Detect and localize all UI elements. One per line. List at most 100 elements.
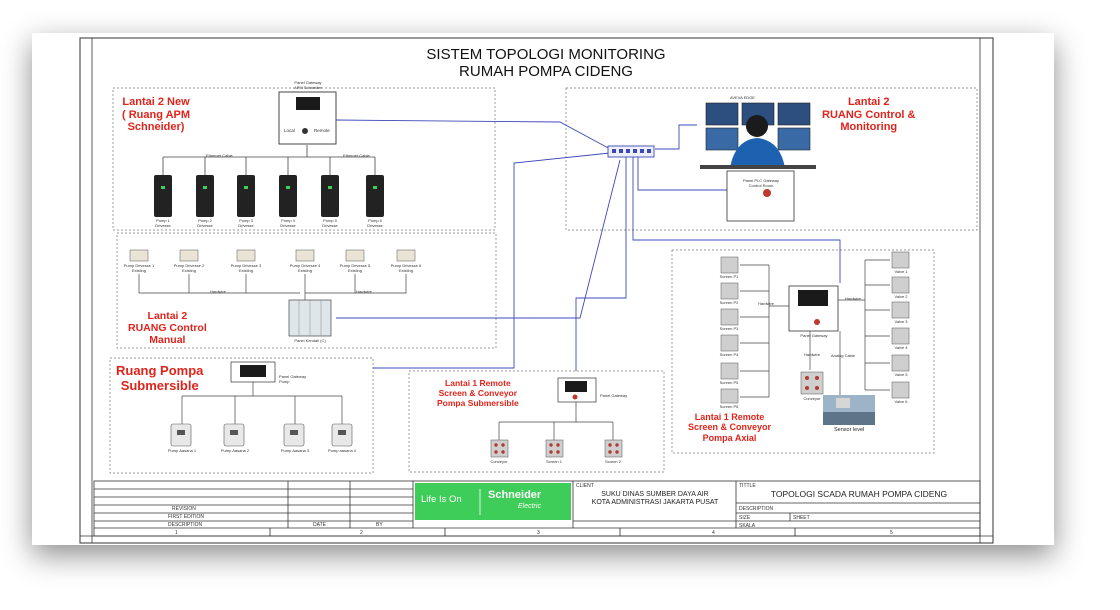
manual-hardwire-left: Hardwire (210, 289, 227, 294)
zone-box-remote-axial (671, 249, 935, 454)
manual-pump-label-1: Pump Drivesse 1 Existing (123, 263, 155, 273)
tb-drawing-title: TOPOLOGI SCADA RUMAH POMPA CIDENG (770, 489, 948, 499)
axial-screen-label-3: Screen P3 (719, 326, 739, 331)
tb-client-label: CLIENT (576, 483, 594, 489)
axial-conveyor-hardwire: Hardwire (804, 352, 821, 357)
axial-screen-label-6: Screen P6 (719, 404, 739, 409)
network-switch (607, 145, 655, 158)
axial-valve-label-3: Valve 3 (894, 319, 908, 324)
zone-label-apm: Lantai 2 New ( Ruang APM Schneider) (122, 96, 191, 134)
axial-screen-label-1: Screen P1 (719, 274, 739, 279)
drive-label-5: Pump 5 Drivesse (322, 218, 338, 228)
remote-sub-panel-label: Panel Gateway (600, 393, 628, 398)
axial-valve-label-2: Valve 2 (894, 294, 908, 299)
col-number-5: 5 (890, 530, 893, 536)
apm-local-label: Local (284, 128, 295, 133)
axial-valve-label-4: Valve 4 (894, 345, 908, 350)
remote-sub-device-2: Screen 1 (545, 459, 562, 464)
axial-analog-cable: Analog Cable (831, 353, 856, 358)
drawing-frame (79, 37, 994, 544)
drive-units (154, 175, 384, 217)
axial-valve-label-5: Valve 5 (894, 372, 908, 377)
plc-panel-label: Panel PLC Gateway Control Room (742, 178, 780, 188)
manual-pump-label-2: Pump Drivesse 2 Existing (173, 263, 205, 273)
zone-box-remote-submersible (408, 370, 665, 473)
plc-gateway-panel (726, 170, 795, 222)
manual-pump-label-6: Pump Drivesse 6 Existing (390, 263, 422, 273)
manual-pump-label-3: Pump Drivesse 3 Existing (230, 263, 262, 273)
col-number-2: 2 (360, 530, 363, 536)
sub-pump-label-3: Pump Aasana 3 (280, 448, 310, 453)
axial-hardwire-left: Hardwire (758, 301, 775, 306)
axial-panel-label: Panel Gateway (800, 333, 828, 338)
zone-label-control-manual: Lantai 2 RUANG Control Manual (128, 310, 207, 347)
cable-label-right: Ethernet Cable (343, 153, 370, 158)
tb-description: DESCRIPTION (168, 522, 203, 528)
tb-first-edition: FIRST EDITION (168, 514, 205, 520)
logo-brand: Schneider (488, 489, 542, 501)
zone-box-control-monitoring (565, 87, 978, 231)
sub-pump-label-1: Pump Aasana 1 (167, 448, 197, 453)
remote-sub-device-units (490, 439, 623, 458)
axial-hardwire-right: Hardwire (845, 296, 862, 301)
apm-panel-title: Panel Gateway APM Schneider (294, 80, 322, 90)
drawing-sheet (32, 33, 1054, 545)
apm-remote-label: Remote (314, 128, 330, 133)
col-number-3: 3 (537, 530, 540, 536)
drive-label-6: Pump 6 Drivesse (367, 218, 383, 228)
schneider-logo-box (415, 483, 571, 520)
col-number-4: 4 (712, 530, 715, 536)
sub-pump-label-2: Pump Aasana 2 (220, 448, 250, 453)
submersible-panel-label: Panel Gateway Pump (279, 374, 307, 384)
sensor-level-label: Sensor level (834, 427, 865, 433)
drive-label-2: Pump 2 Drivesse (197, 218, 213, 228)
zone-label-remote-axial: Lantai 1 Remote Screen & Conveyor Pompa … (688, 412, 772, 443)
remote-sub-device-1: Conveyor (490, 459, 508, 464)
tb-revision: REVISION (172, 506, 196, 512)
zone-box-submersible (109, 357, 374, 474)
diagram-title: SISTEM TOPOLOGI MONITORING RUMAH POMPA C… (296, 46, 796, 81)
monitoring-screen-label: AVEVA EDGE (730, 95, 755, 100)
drive-label-4: Pump 4 Drivesse (280, 218, 296, 228)
tb-by: BY (376, 522, 383, 528)
axial-screen-label-4: Screen P4 (719, 352, 739, 357)
axial-valve-label-6: Valve 6 (894, 399, 908, 404)
monitoring-workstation (700, 102, 816, 169)
drive-label-3: Pump 3 Drivesse (238, 218, 254, 228)
title-line-1: SISTEM TOPOLOGI MONITORING (426, 46, 666, 63)
tb-date: DATE (313, 522, 326, 528)
manual-pump-label-4: Pump Drivesse 4 Existing (289, 263, 321, 273)
zone-label-submersible: Ruang Pompa Submersible (116, 363, 204, 393)
manual-pump-label-5: Pump Drivesse 5 Existing (339, 263, 371, 273)
zone-label-control-monitoring: Lantai 2 RUANG Control & Monitoring (822, 96, 916, 134)
logo-life-is-on: Life Is On (421, 494, 462, 505)
zone-label-remote-submersible: Lantai 1 Remote Screen & Conveyor Pompa … (437, 378, 519, 408)
zone-box-apm (112, 87, 496, 231)
axial-screen-label-2: Screen P2 (719, 300, 739, 305)
manual-pump-boxes (129, 249, 416, 262)
col-number-1: 1 (175, 530, 178, 536)
axial-conveyor-label: Conveyor (803, 396, 821, 401)
axial-screen-label-5: Screen P5 (719, 380, 739, 385)
tb-client-line-2: KOTA ADMINISTRASI JAKARTA PUSAT (591, 499, 719, 506)
remote-sub-device-3: Screen 2 (604, 459, 621, 464)
logo-sub: Electric (518, 503, 541, 510)
drive-label-1: Pump 1 Drivesse (155, 218, 171, 228)
tb-title-label: TITTLE (739, 483, 756, 489)
axial-valve-units (891, 251, 910, 399)
tb-description-label: DESCRIPTION (739, 506, 774, 512)
submersible-pump-units (170, 423, 353, 447)
axial-screen-units (720, 256, 739, 404)
cable-label-left: Ethernet Cable (206, 153, 233, 158)
zone-box-control-manual (116, 232, 497, 349)
tb-client-line-1: SUKU DINAS SUMBER DAYA AIR (601, 491, 709, 498)
title-block-grid (93, 480, 981, 537)
tb-scale-label: SKALA (739, 523, 756, 529)
tb-size-label: SIZE (739, 515, 751, 521)
sub-pump-label-4: Pump aasana 4 (327, 448, 357, 453)
manual-hardwire-right: Hardwire (356, 289, 373, 294)
axial-conveyor-unit (800, 371, 824, 395)
sensor-level-image (823, 395, 875, 425)
title-line-2: RUMAH POMPA CIDENG (459, 63, 633, 81)
